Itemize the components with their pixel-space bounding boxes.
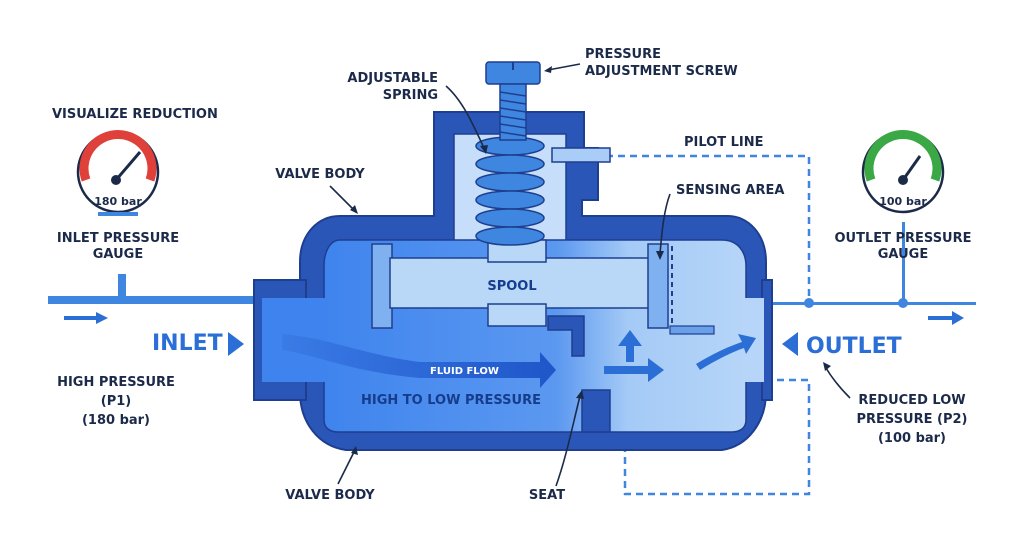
gauge-tap-point: [898, 298, 908, 308]
screw-label-1: PRESSURE: [585, 47, 661, 62]
inlet-pressure-gauge: 180 bar: [76, 130, 160, 216]
pressure-adjustment-screw: [485, 61, 541, 141]
inlet-gauge-title-2: GAUGE: [93, 247, 143, 262]
screw-leader: [547, 63, 581, 71]
low-pressure-label-1: REDUCED LOW: [858, 393, 965, 408]
outlet-triangle-icon: [782, 332, 798, 356]
visualize-reduction-label: VISUALIZE REDUCTION: [52, 107, 218, 122]
seat-label: SEAT: [529, 488, 565, 503]
screw-label-2: ADJUSTMENT SCREW: [585, 64, 738, 79]
valve-body-bottom-leader: [337, 451, 355, 485]
pilot-line-label: PILOT LINE: [684, 135, 764, 150]
fluid-flow-label: FLUID FLOW: [430, 366, 499, 377]
outlet-gauge-title-1: OUTLET PRESSURE: [834, 231, 971, 246]
outlet-flow-arrow: [604, 358, 664, 382]
low-pressure-label-3: (100 bar): [878, 431, 946, 446]
spring-label-2: SPRING: [383, 88, 438, 103]
inlet-label: INLET: [152, 331, 223, 356]
spring-leader: [445, 85, 485, 149]
outlet-pressure-gauge: 100 bar: [861, 130, 945, 214]
spring-label-1: ADJUSTABLE: [347, 71, 438, 86]
upward-flow-arrow: [618, 330, 642, 362]
outlet-direction-arrow: [928, 311, 964, 325]
pilot-line-lower: [623, 378, 811, 496]
low-pressure-leader: [825, 367, 851, 399]
spool-label: SPOOL: [487, 279, 536, 294]
high-pressure-label-1: HIGH PRESSURE: [57, 375, 175, 390]
adjustable-spring: [475, 136, 545, 246]
fluid-flow-arrow: [282, 334, 556, 388]
low-pressure-label-2: PRESSURE (P2): [857, 412, 968, 427]
outlet-label: OUTLET: [806, 334, 902, 359]
inlet-triangle-icon: [228, 332, 244, 356]
high-to-low-label: HIGH TO LOW PRESSURE: [361, 393, 541, 408]
outlet-gauge-value: 100 bar: [879, 195, 927, 208]
inlet-gauge-title-1: INLET PRESSURE: [57, 231, 179, 246]
valve-body-top-leader: [329, 185, 355, 211]
valve-body-bottom-label: VALVE BODY: [285, 488, 375, 503]
spool: [371, 239, 669, 329]
seat-leader: [555, 395, 581, 487]
inlet-direction-arrow: [64, 312, 108, 324]
outlet-pipe: [768, 222, 976, 325]
curved-outlet-arrow: [696, 334, 756, 370]
valve-body-top-label: VALVE BODY: [275, 167, 365, 182]
sensing-area-label: SENSING AREA: [676, 183, 784, 198]
outlet-gauge-title-2: GAUGE: [878, 247, 928, 262]
valve-seat: [547, 315, 611, 433]
pilot-line-upper: [606, 154, 811, 303]
sensing-leader: [659, 193, 671, 255]
high-pressure-label-3: (180 bar): [82, 413, 150, 428]
inlet-pipe: [48, 274, 260, 324]
inlet-gauge-value: 180 bar: [94, 195, 142, 208]
high-pressure-label-2: (P1): [101, 394, 131, 409]
